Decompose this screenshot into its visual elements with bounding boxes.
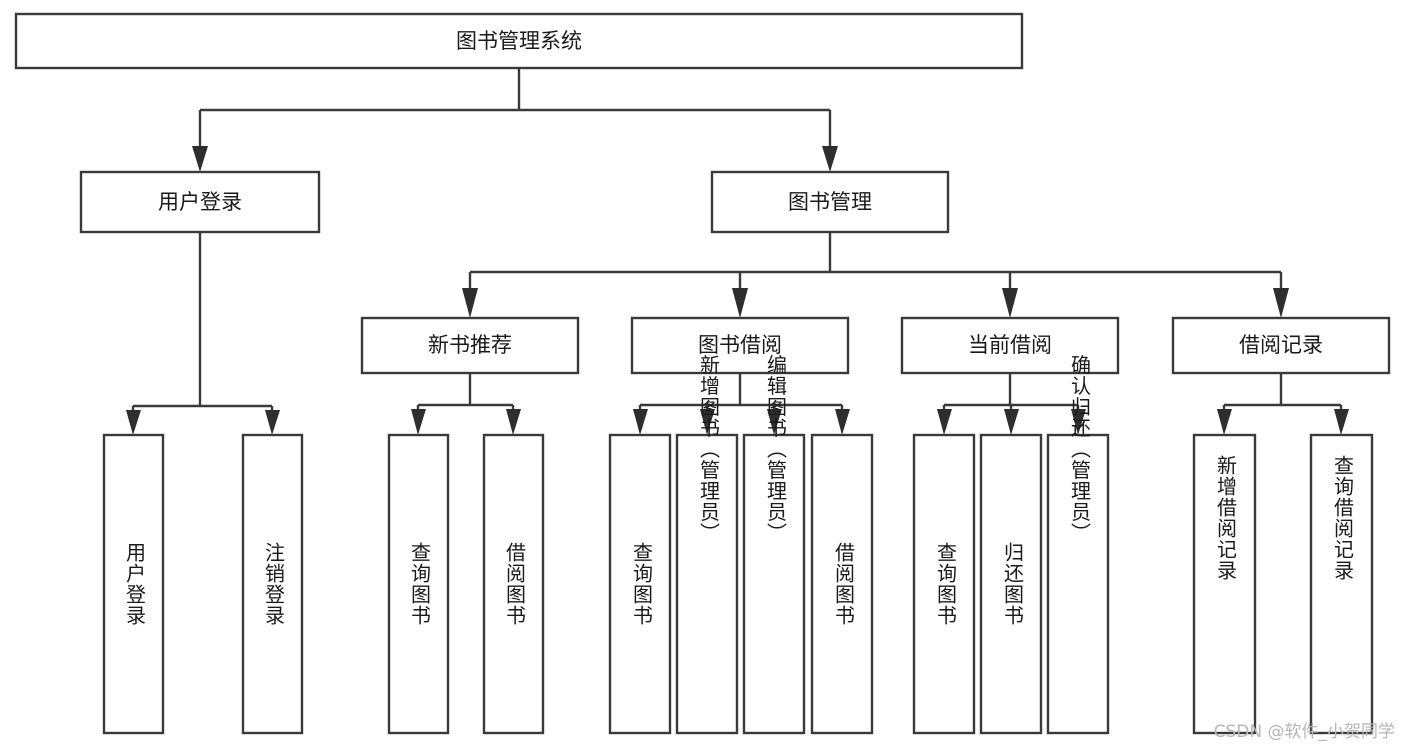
arrowhead-bb-leaf-3 [767, 409, 782, 435]
leaf-cb-query-book-box[interactable] [912, 433, 976, 735]
leaf-cb-return-book-label: 归还图书 [1001, 542, 1025, 626]
leaf-br-add-record[interactable]: 新增借阅记录 [1192, 433, 1257, 735]
arrowhead-new-book [462, 288, 478, 318]
arrowhead-ul-leaf-2 [265, 410, 280, 435]
leaf-cb-query-book[interactable]: 查询图书 [912, 433, 976, 735]
node-new-book-recommend-box[interactable] [360, 316, 580, 375]
arrowhead-borrow-records [1273, 288, 1289, 318]
csdn-watermark: CSDN @软件_小贺同学 [1213, 722, 1395, 742]
arrowhead-br-leaf-2 [1334, 409, 1349, 435]
leaf-nbr-borrow-book-box[interactable] [482, 433, 545, 735]
node-borrow-records-box[interactable] [1171, 316, 1391, 375]
leaf-user-login-login-box[interactable] [102, 433, 165, 735]
node-new-book-recommend-label: 新书推荐 [428, 333, 512, 357]
leaf-nbr-query-book[interactable]: 查询图书 [387, 433, 450, 735]
leaf-cb-confirm-return-label: 确认归还（管理员） [1068, 354, 1092, 543]
leaf-bb-query-book[interactable]: 查询图书 [608, 433, 672, 735]
connector-layer [126, 68, 1349, 435]
node-user-login-label: 用户登录 [158, 190, 242, 214]
leaf-bb-edit-book-box[interactable] [742, 433, 806, 735]
leaf-user-login-login-label: 用户登录 [123, 542, 147, 626]
leaf-bb-edit-book-label: 编辑图书（管理员） [764, 354, 788, 543]
leaf-user-login-logout-label: 注销登录 [262, 542, 286, 626]
leaf-user-login-login[interactable]: 用户登录 [102, 433, 165, 735]
leaf-br-add-record-label: 新增借阅记录 [1214, 455, 1238, 581]
leaf-br-query-record-label: 查询借阅记录 [1331, 455, 1355, 581]
arrowhead-br-leaf-1 [1217, 409, 1232, 435]
node-user-login-box[interactable] [79, 170, 321, 234]
leaf-bb-add-book[interactable]: 新增图书（管理员） [675, 354, 739, 735]
arrowhead-bb-leaf-2 [700, 409, 715, 435]
leaf-bb-borrow-book-label: 借阅图书 [832, 542, 856, 626]
node-root-box[interactable] [14, 12, 1024, 70]
leaf-cb-return-book[interactable]: 归还图书 [979, 433, 1043, 735]
arrowhead-user-login [192, 146, 208, 172]
node-borrow-records-label: 借阅记录 [1239, 333, 1323, 357]
leaf-bb-borrow-book[interactable]: 借阅图书 [810, 433, 874, 735]
arrowhead-bb-leaf-1 [633, 409, 648, 435]
node-book-management[interactable]: 图书管理 [710, 170, 950, 234]
node-current-borrow[interactable]: 当前借阅 [900, 316, 1120, 375]
node-book-management-box[interactable] [710, 170, 950, 234]
node-root-label: 图书管理系统 [456, 29, 582, 53]
leaf-bb-query-book-label: 查询图书 [630, 542, 654, 626]
leaf-nbr-query-book-box[interactable] [387, 433, 450, 735]
leaf-nbr-query-book-label: 查询图书 [408, 542, 432, 626]
arrowhead-cb-leaf-2 [1004, 409, 1019, 435]
leaf-nbr-borrow-book[interactable]: 借阅图书 [482, 433, 545, 735]
node-book-management-label: 图书管理 [788, 190, 872, 214]
leaf-cb-return-book-box[interactable] [979, 433, 1043, 735]
arrowhead-ul-leaf-1 [126, 410, 141, 435]
leaf-bb-query-book-box[interactable] [608, 433, 672, 735]
arrowhead-current-borrow [1002, 288, 1018, 318]
arrowhead-nbr-leaf-1 [411, 409, 426, 435]
leaf-bb-add-book-label: 新增图书（管理员） [697, 354, 721, 543]
leaf-bb-add-book-box[interactable] [675, 433, 739, 735]
node-user-login[interactable]: 用户登录 [79, 170, 321, 234]
leaf-bb-borrow-book-box[interactable] [810, 433, 874, 735]
arrowhead-bb-leaf-4 [835, 409, 850, 435]
node-current-borrow-label: 当前借阅 [968, 333, 1052, 357]
leaf-nbr-borrow-book-label: 借阅图书 [503, 542, 527, 626]
leaf-cb-confirm-return-box[interactable] [1046, 433, 1110, 735]
arrowhead-cb-leaf-3 [1071, 409, 1086, 435]
leaf-br-query-record[interactable]: 查询借阅记录 [1309, 433, 1374, 735]
arrowhead-book-mgmt [822, 146, 838, 172]
node-book-borrow-label: 图书借阅 [698, 333, 782, 357]
leaf-user-login-logout-box[interactable] [241, 433, 304, 735]
leaf-cb-confirm-return[interactable]: 确认归还（管理员） [1046, 354, 1110, 735]
node-new-book-recommend[interactable]: 新书推荐 [360, 316, 580, 375]
node-book-borrow[interactable]: 图书借阅 [630, 316, 850, 375]
leaf-cb-query-book-label: 查询图书 [934, 542, 958, 626]
arrowhead-book-borrow [732, 288, 748, 318]
leaf-br-query-record-box[interactable] [1309, 433, 1374, 735]
node-current-borrow-box[interactable] [900, 316, 1120, 375]
leaf-br-add-record-box[interactable] [1192, 433, 1257, 735]
arrowhead-cb-leaf-1 [937, 409, 952, 435]
leaf-bb-edit-book[interactable]: 编辑图书（管理员） [742, 354, 806, 735]
leaf-user-login-logout[interactable]: 注销登录 [241, 433, 304, 735]
node-borrow-records[interactable]: 借阅记录 [1171, 316, 1391, 375]
node-root-system[interactable]: 图书管理系统 [14, 12, 1024, 70]
arrowhead-nbr-leaf-2 [506, 409, 521, 435]
node-book-borrow-box[interactable] [630, 316, 850, 375]
